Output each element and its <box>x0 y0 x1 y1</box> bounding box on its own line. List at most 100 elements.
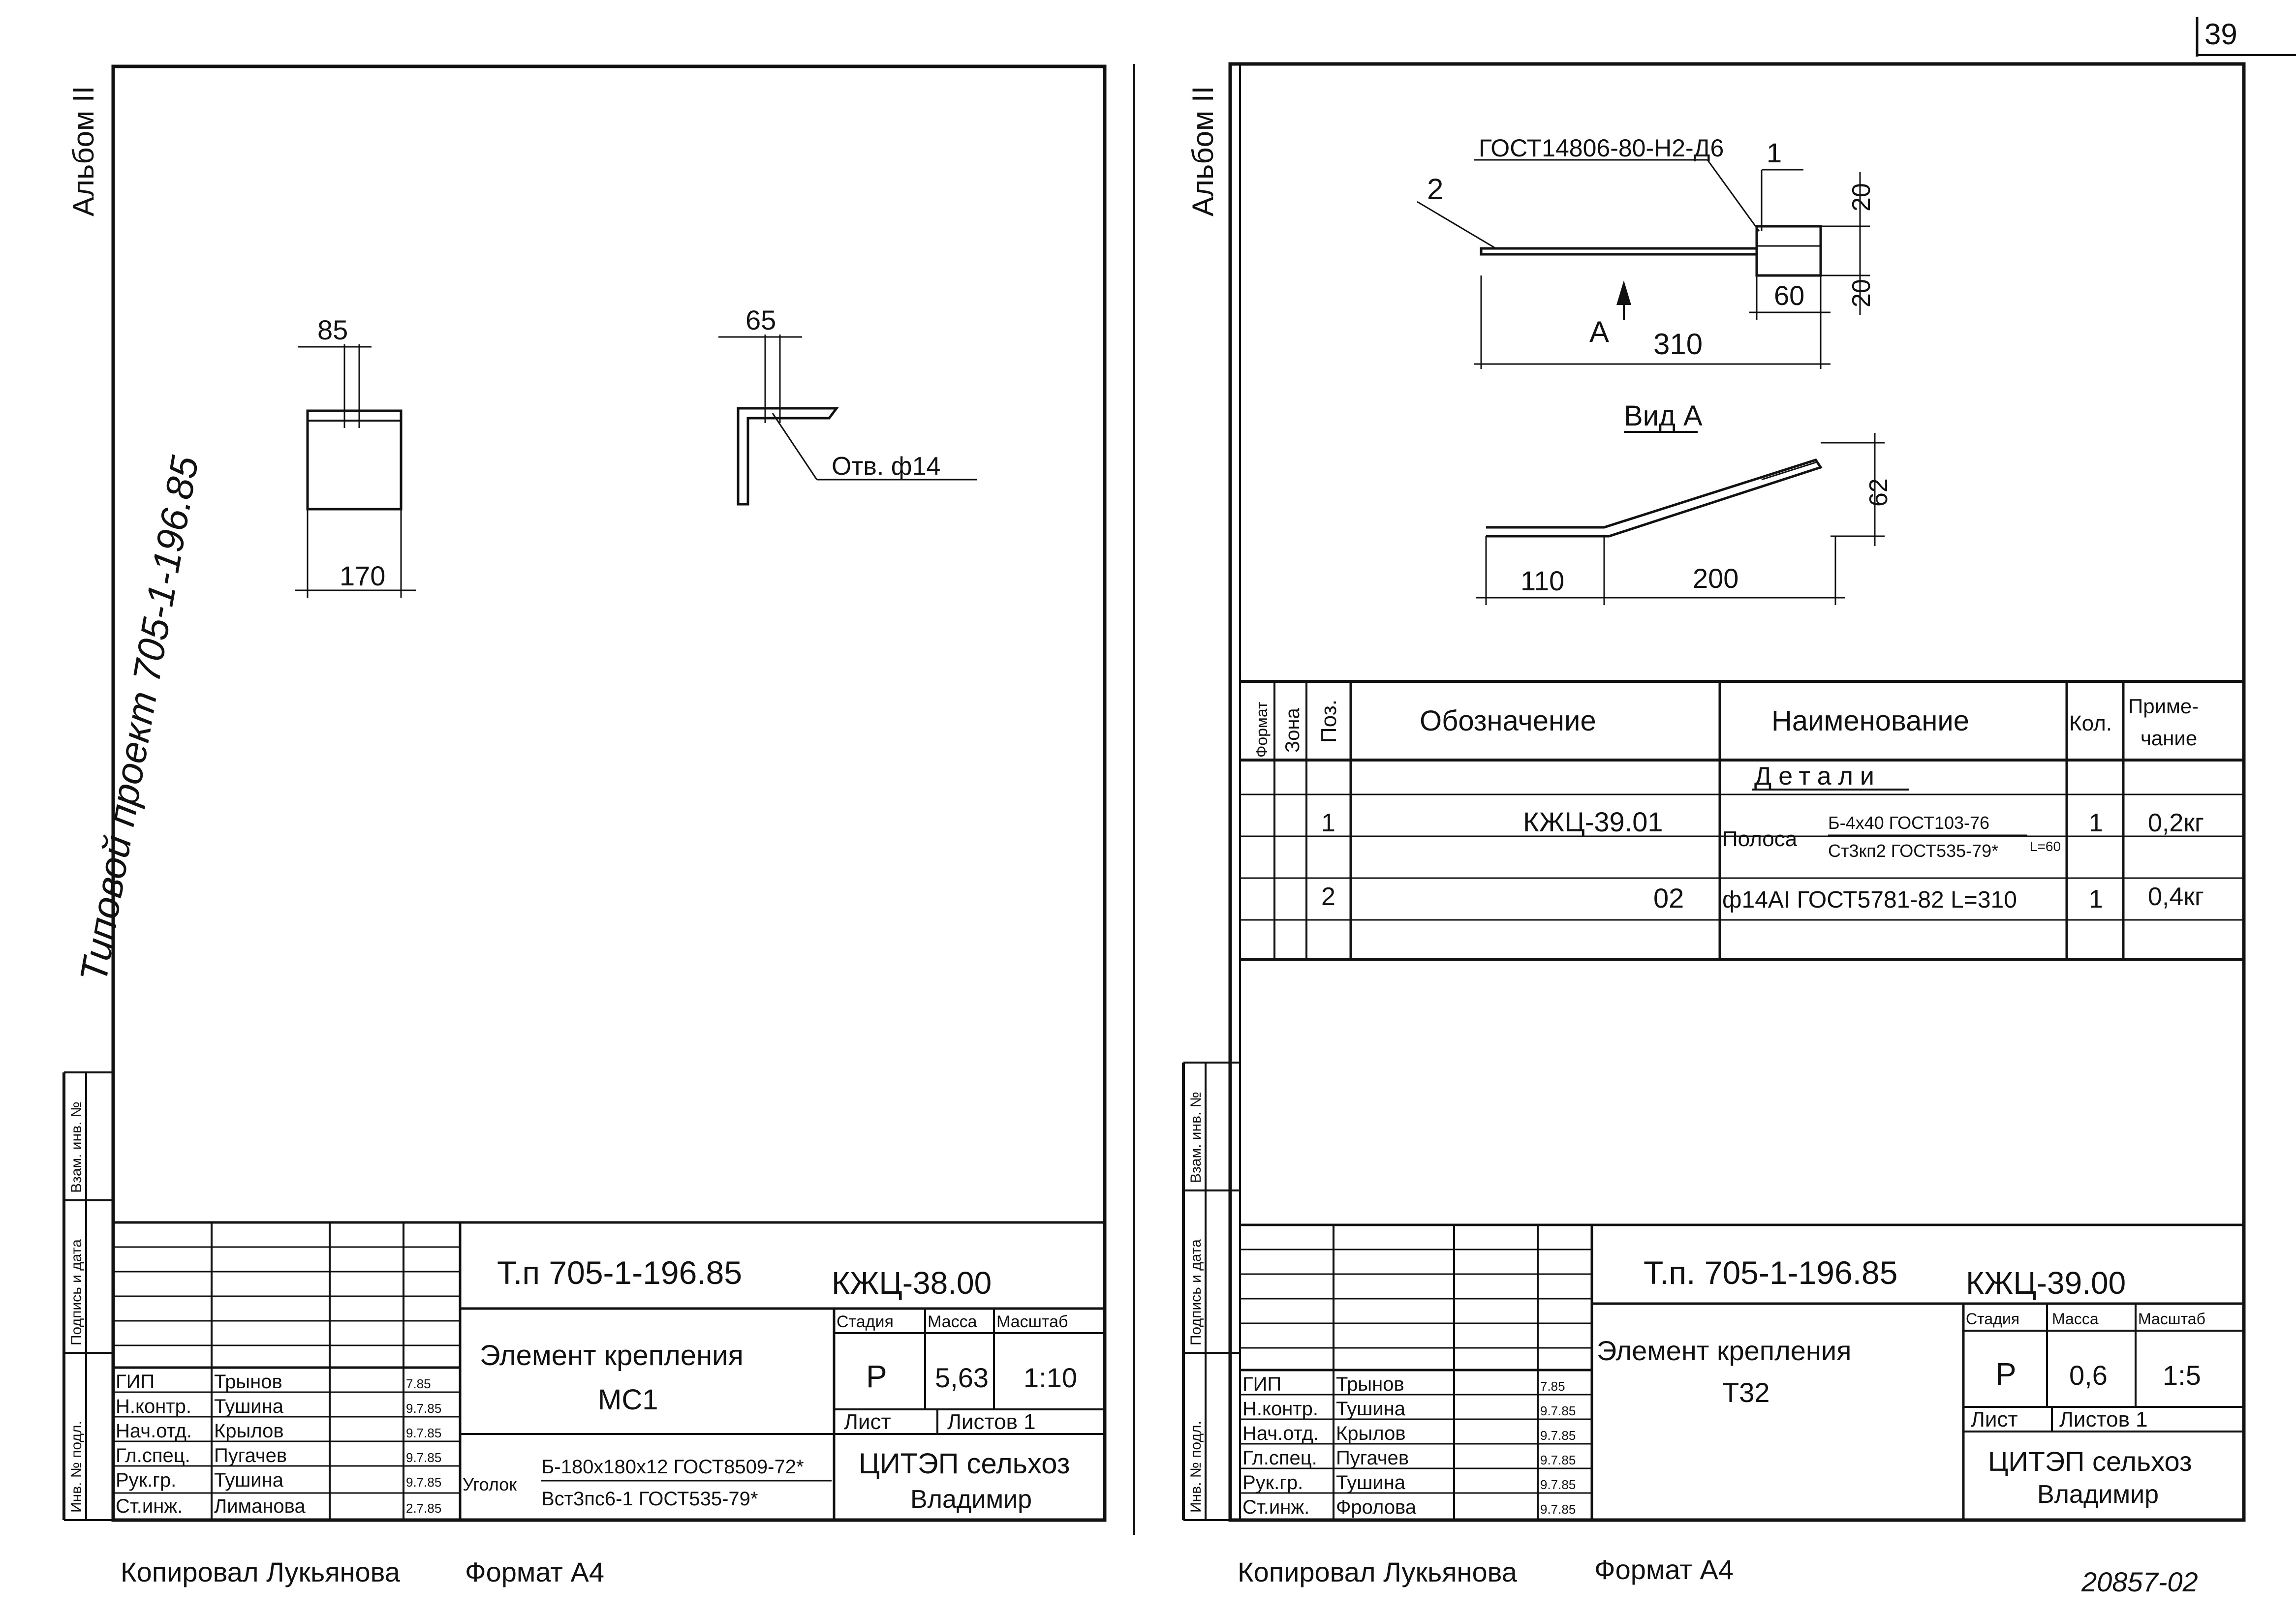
header-designation: Обозначение <box>1420 705 1596 737</box>
row-name-steel: Ст3кп2 ГОСТ535-79* <box>1828 841 1998 861</box>
staff-role: Рук.гр. <box>116 1469 176 1491</box>
footer-copied-by: Копировал Лукьянова <box>1238 1556 1518 1587</box>
row-designation: 02 <box>1653 883 1684 914</box>
staff-date: 7.85 <box>1540 1379 1565 1394</box>
row-designation: КЖЦ-39.01 <box>1523 806 1663 837</box>
sheet-label: Лист <box>1971 1407 2018 1432</box>
row-quantity: 1 <box>2089 885 2103 914</box>
footer-format: Формат А4 <box>465 1556 604 1587</box>
dim-62: 62 <box>1864 478 1893 507</box>
title-block-right: ГИП Трынов 7.85 Н.контр. Тушина 9.7.85 Н… <box>1240 1223 2244 1520</box>
row-name: ф14АI ГОСТ5781-82 L=310 <box>1722 887 2017 913</box>
mass-value: 0,6 <box>2069 1360 2108 1391</box>
dim-20-top: 20 <box>1847 183 1876 212</box>
row-name-prefix: Полоса <box>1722 827 1798 851</box>
mass-header: Масса <box>2052 1310 2099 1328</box>
angle-view: 65 Отв. ф14 <box>718 305 977 506</box>
view-a-drawing: 62 110 200 <box>1476 433 1893 605</box>
dim-65: 65 <box>745 305 776 335</box>
scale-value: 1:5 <box>2163 1360 2201 1391</box>
stage-header: Стадия <box>837 1312 894 1331</box>
staff-name: Тушина <box>214 1396 284 1417</box>
staff-date: 2.7.85 <box>406 1501 441 1516</box>
footer-format: Формат А4 <box>1594 1554 1734 1585</box>
staff-role: Н.контр. <box>116 1396 191 1417</box>
element-mark: Т32 <box>1722 1377 1770 1408</box>
row-name-profile: Б-4х40 ГОСТ103-76 <box>1828 813 1989 833</box>
staff-name: Лиманова <box>214 1495 306 1517</box>
embedded-part-view: ГОСТ14806-80-Н2-Д6 1 2 20 20 60 А 310 Ви… <box>1417 134 1876 433</box>
staff-role: ГИП <box>116 1371 155 1393</box>
staff-name: Тушина <box>214 1469 284 1491</box>
page-number: 39 <box>2204 18 2237 51</box>
dim-200: 200 <box>1693 563 1738 594</box>
sheets-label: Листов 1 <box>2059 1407 2148 1432</box>
row-quantity: 1 <box>2089 809 2103 837</box>
left-sheet: Альбом II Типовой проект 705-1-196.85 Ин… <box>62 64 1107 1587</box>
staff-date: 9.7.85 <box>406 1401 441 1416</box>
stage-value: Р <box>866 1359 887 1394</box>
position-2: 2 <box>1427 173 1443 206</box>
dim-310: 310 <box>1653 328 1703 361</box>
table-row: 1 КЖЦ-39.01 Полоса Б-4х40 ГОСТ103-76 Ст3… <box>1321 806 2204 861</box>
specification-table: Формат Зона Поз. Обозначение Наименовани… <box>1240 680 2244 961</box>
staff-role: Гл.спец. <box>1242 1447 1317 1469</box>
staff-role: Рук.гр. <box>1242 1472 1303 1493</box>
dim-170: 170 <box>340 560 385 591</box>
staff-name: Фролова <box>1336 1496 1417 1518</box>
staff-date: 9.7.85 <box>1540 1477 1576 1492</box>
header-format: Формат <box>1253 701 1271 758</box>
staff-date: 9.7.85 <box>1540 1403 1576 1418</box>
header-zone: Зона <box>1282 708 1303 753</box>
staff-name: Трынов <box>214 1371 282 1393</box>
row-length: L=60 <box>2030 839 2061 854</box>
scale-header: Масштаб <box>2138 1310 2205 1328</box>
staff-name: Трынов <box>1336 1373 1404 1395</box>
weld-standard: ГОСТ14806-80-Н2-Д6 <box>1479 134 1724 162</box>
organization: ЦИТЭП сельхоз <box>859 1448 1070 1480</box>
album-label: Альбом II <box>67 86 100 216</box>
material-prefix: Уголок <box>463 1474 517 1494</box>
title-block-left: ГИП Трынов 7.85 Н.контр. Тушина 9.7.85 Н… <box>113 1221 1105 1520</box>
scale-value: 1:10 <box>1024 1362 1077 1393</box>
header-note: Приме- <box>2128 695 2199 718</box>
dim-110: 110 <box>1520 565 1564 596</box>
dim-60: 60 <box>1774 280 1804 311</box>
right-sheet: Альбом II Инв. № подл. Подпись и дата Вз… <box>1182 62 2246 1587</box>
plate-view: 85 170 <box>295 314 416 598</box>
staff-date: 9.7.85 <box>1540 1453 1576 1467</box>
sheets-label: Листов 1 <box>947 1410 1036 1434</box>
stage-header: Стадия <box>1966 1310 2019 1328</box>
header-quantity: Кол. <box>2069 711 2112 735</box>
dim-85: 85 <box>317 314 348 345</box>
project-number: Т.п. 705-1-196.85 <box>1644 1254 1897 1291</box>
staff-role: Н.контр. <box>1242 1398 1318 1420</box>
staff-date: 9.7.85 <box>1540 1502 1576 1517</box>
element-mark: МС1 <box>598 1384 658 1416</box>
staff-date: 9.7.85 <box>1540 1428 1576 1443</box>
organization: ЦИТЭП сельхоз <box>1988 1446 2192 1477</box>
stamp-inv-label: Инв. № подл. <box>68 1421 85 1513</box>
view-a-label: Вид А <box>1624 400 1703 432</box>
staff-role: Ст.инж. <box>1242 1496 1309 1518</box>
archive-code: 20857-02 <box>2081 1566 2198 1597</box>
staff-role: Ст.инж. <box>116 1495 183 1517</box>
staff-date: 9.7.85 <box>406 1475 441 1490</box>
material-steel: Вст3пс6-1 ГОСТ535-79* <box>541 1488 758 1510</box>
drawing-code: КЖЦ-39.00 <box>1966 1265 2126 1301</box>
staff-role: Гл.спец. <box>116 1445 190 1466</box>
album-label: Альбом II <box>1186 86 1219 216</box>
sheet-label: Лист <box>844 1410 891 1434</box>
element-name: Элемент крепления <box>480 1340 744 1371</box>
table-row: 2 02 ф14АI ГОСТ5781-82 L=310 1 0,4кг <box>1321 883 2204 914</box>
organization-city: Владимир <box>2037 1480 2159 1509</box>
hole-label: Отв. ф14 <box>832 452 940 481</box>
staff-name: Тушина <box>1336 1472 1406 1493</box>
stamp-replace-label: Взам. инв. № <box>1188 1092 1204 1183</box>
stamp-signature-label: Подпись и дата <box>68 1239 85 1345</box>
row-note: 0,2кг <box>2148 809 2204 837</box>
organization-city: Владимир <box>910 1485 1032 1514</box>
staff-date: 7.85 <box>406 1376 431 1391</box>
header-position: Поз. <box>1317 700 1341 743</box>
